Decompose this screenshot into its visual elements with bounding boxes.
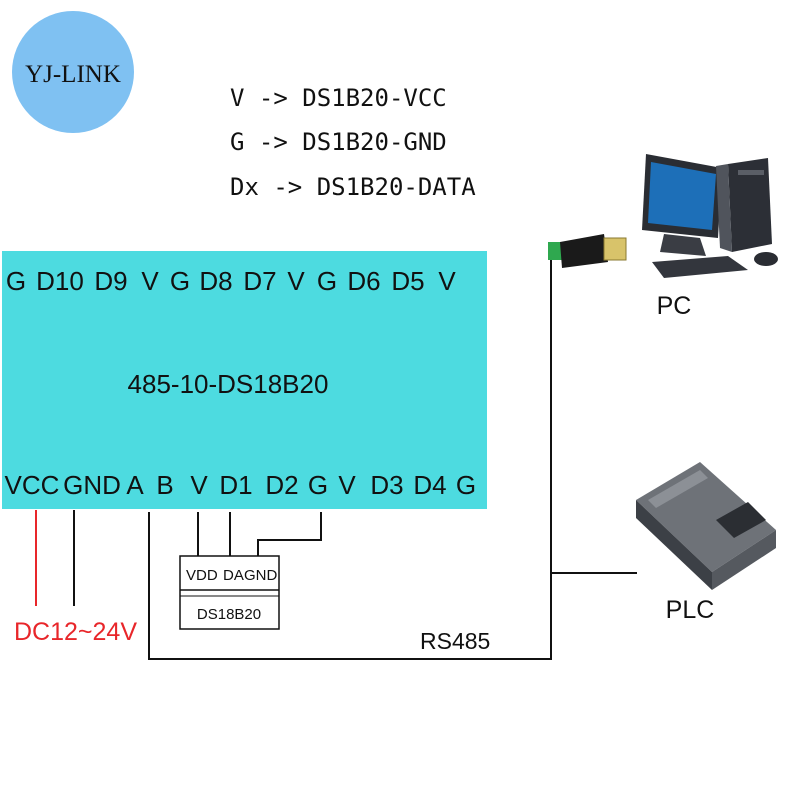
bottom-pin-label: D3 <box>370 470 403 500</box>
top-pin-label: G <box>170 266 190 296</box>
bottom-pin-label: D4 <box>413 470 446 500</box>
power-wires: DC12~24V <box>14 510 137 646</box>
legend-line-data: Dx -> DS1B20-DATA <box>230 173 476 201</box>
bottom-pin-label: D2 <box>265 470 298 500</box>
top-pin-label: D6 <box>347 266 380 296</box>
power-label: DC12~24V <box>14 618 137 646</box>
adapter-usb-plug <box>603 237 627 261</box>
bottom-pin-label: B <box>156 470 173 500</box>
tower-case <box>728 158 772 252</box>
bus-label: RS485 <box>420 628 490 654</box>
usb-adapter-icon <box>548 234 627 268</box>
legend: V -> DS1B20-VCC G -> DS1B20-GND Dx -> DS… <box>230 84 476 201</box>
pc-label: PC <box>657 292 692 320</box>
bottom-pin-label: G <box>308 470 328 500</box>
plc-label: PLC <box>666 596 715 624</box>
top-pin-label: D8 <box>199 266 232 296</box>
sensor-name: DS18B20 <box>197 606 261 623</box>
bottom-pin-label: GND <box>63 470 121 500</box>
logo-text: YJ-LINK <box>25 61 121 88</box>
sensor-gnd-wire <box>257 512 322 556</box>
plc-terminal-strip <box>648 470 708 508</box>
logo: YJ-LINK <box>12 11 134 133</box>
pc-icon <box>642 154 778 278</box>
adapter-terminal <box>548 242 562 260</box>
top-pin-label: G <box>317 266 337 296</box>
sensor-box: VDD DA GND DS18B20 <box>179 555 280 630</box>
bottom-pin-label: A <box>126 470 144 500</box>
sensor-pin-vdd: VDD <box>186 567 218 584</box>
sensor-outline <box>179 555 280 630</box>
logo-circle <box>12 11 134 133</box>
bottom-pin-label: VCC <box>5 470 60 500</box>
top-pin-label: V <box>287 266 305 296</box>
monitor-screen <box>648 162 716 230</box>
top-pin-label: D7 <box>243 266 276 296</box>
bottom-pin-label: D1 <box>219 470 252 500</box>
plc-side <box>712 530 776 590</box>
monitor-stand <box>660 234 706 256</box>
top-pin-label: D10 <box>36 266 84 296</box>
tower-side <box>716 164 732 252</box>
top-pin-label: D5 <box>391 266 424 296</box>
bottom-pin-label: V <box>338 470 356 500</box>
rs485-bus <box>148 258 637 660</box>
sensor-pin-da: DA <box>223 567 244 584</box>
adapter-body <box>560 234 608 268</box>
top-pin-label: G <box>6 266 26 296</box>
sensor-wires <box>197 512 322 556</box>
rs485-line <box>148 258 552 660</box>
tower-drive <box>738 170 764 175</box>
keyboard <box>652 256 748 278</box>
module-name: 485-10-DS18B20 <box>128 369 329 399</box>
legend-line-gnd: G -> DS1B20-GND <box>230 128 447 156</box>
bottom-pin-label: G <box>456 470 476 500</box>
bottom-pin-label: V <box>190 470 208 500</box>
sensor-pin-gnd: GND <box>244 567 278 584</box>
top-pin-label: V <box>438 266 456 296</box>
plc-icon <box>636 462 776 590</box>
plc-front <box>636 500 712 590</box>
module-body <box>2 251 487 509</box>
top-pin-label: D9 <box>94 266 127 296</box>
plc-panel <box>716 502 766 538</box>
mouse <box>754 252 778 266</box>
top-pin-label: V <box>141 266 159 296</box>
legend-line-vcc: V -> DS1B20-VCC <box>230 84 447 112</box>
